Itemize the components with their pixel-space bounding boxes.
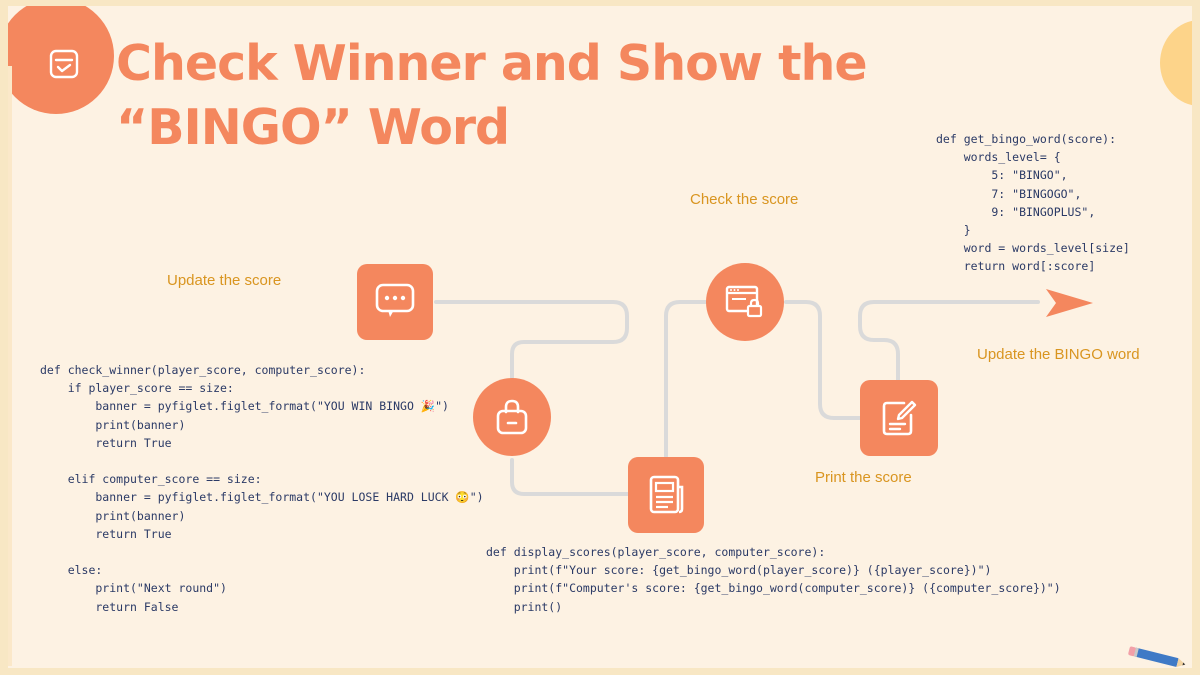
code-line: return True [40,526,172,541]
code-display-scores: def display_scores(player_score, compute… [486,543,1061,616]
code-line: words_level= { [936,150,1061,165]
code-line: print(f"Your score: {get_bingo_word(play… [486,563,992,578]
code-line: print() [486,599,563,614]
slide-title: Check Winner and Show the “BINGO” Word [116,35,868,156]
label-check-score: Check the score [690,191,799,208]
code-line: 5: "BINGO", [936,168,1068,183]
code-line: def get_bingo_word(score): [936,132,1117,146]
code-line: else: [40,563,103,578]
chat-bubble-icon [373,280,417,324]
code-line: elif computer_score == size: [40,472,262,487]
checklist-icon [46,46,82,82]
code-line: def display_scores(player_score, compute… [486,545,826,559]
decor-strip-left [8,66,12,666]
label-update-score: Update the score [167,272,282,289]
code-line: 9: "BINGOPLUS", [936,204,1096,219]
code-check-winner: def check_winner(player_score, computer_… [40,361,484,616]
slide: Check Winner and Show the “BINGO” Word [8,6,1192,668]
flow-connectors [434,289,1093,496]
shopping-bag-icon [492,397,532,437]
code-line: return False [40,599,179,614]
browser-lock-icon [724,281,766,323]
code-line: return word[:score] [936,259,1096,274]
pencil-icon [1126,646,1188,668]
code-line: 7: "BINGOGO", [936,186,1082,201]
code-line: word = words_level[size] [936,241,1130,256]
code-line: print(banner) [40,417,186,432]
code-line: return True [40,435,172,450]
code-line: def check_winner(player_score, computer_… [40,363,366,377]
node-update-score [357,264,433,340]
node-print-score [860,380,938,456]
code-line: print(f"Computer's score: {get_bingo_wor… [486,581,1061,596]
label-print-score: Print the score [815,469,912,486]
edit-document-icon [878,397,920,439]
node-bag [473,378,551,456]
code-line [40,452,484,470]
code-line: banner = pyfiglet.figlet_format("YOU WIN… [40,399,449,414]
arrow-head [1046,289,1093,317]
code-line: banner = pyfiglet.figlet_format("YOU LOS… [40,490,484,505]
code-get-bingo-word: def get_bingo_word(score): words_level= … [936,130,1130,276]
node-newspaper [628,457,704,533]
node-check-score [706,263,784,341]
label-update-bingo-word: Update the BINGO word [977,346,1140,363]
code-line: print("Next round") [40,581,227,596]
code-line: } [936,223,971,238]
newspaper-icon [644,473,688,517]
code-line: print(banner) [40,508,186,523]
code-line: if player_score == size: [40,381,234,396]
code-line [40,543,484,561]
